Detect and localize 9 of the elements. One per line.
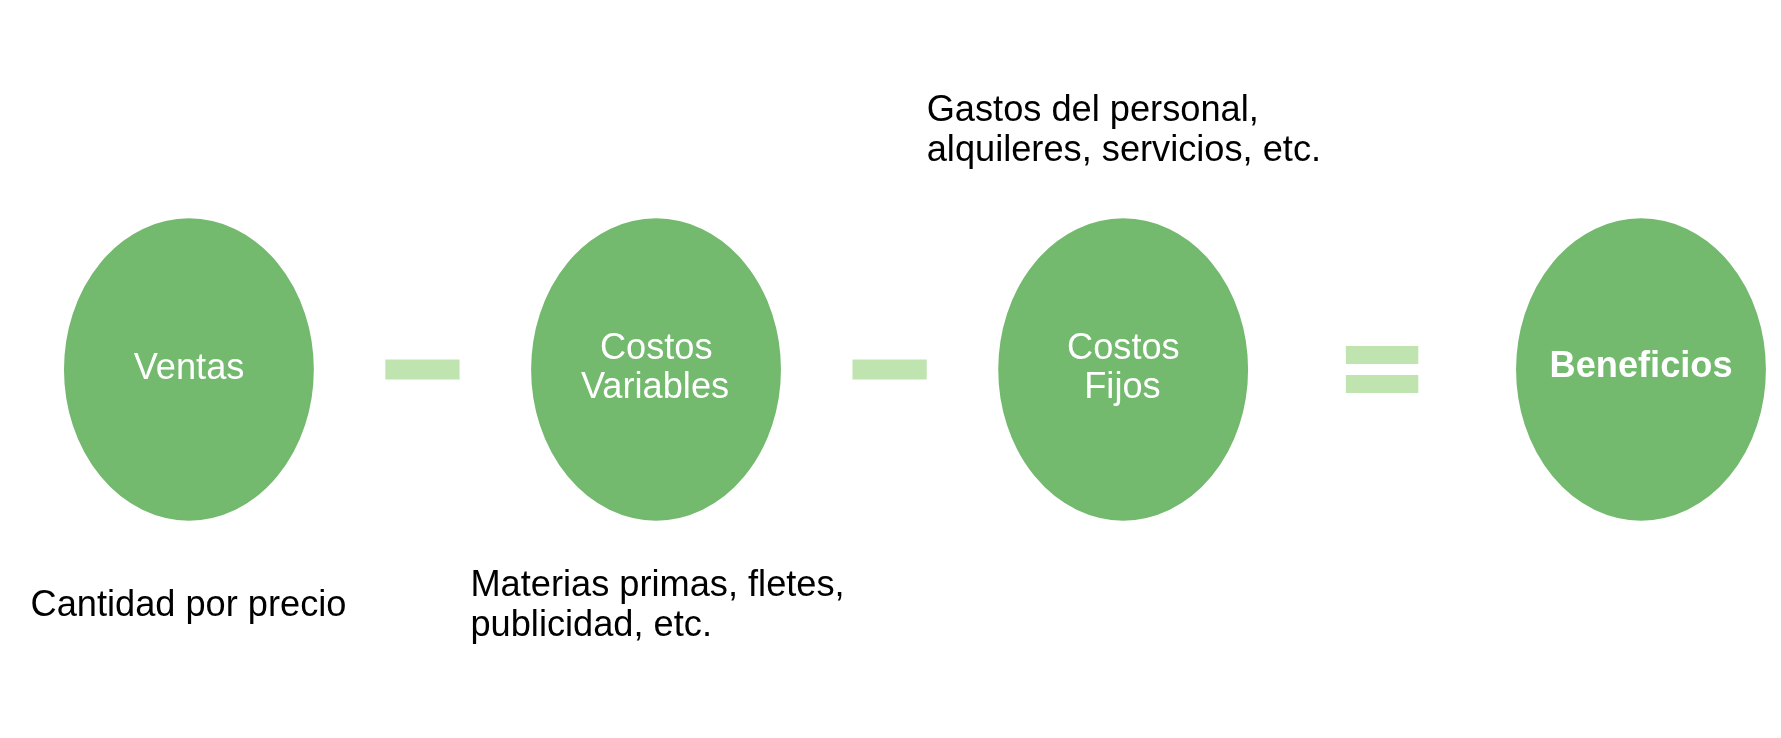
node-label: Cantidad por precio bbox=[30, 582, 347, 624]
node-bar bbox=[385, 359, 460, 379]
node-ellipse: Beneficios bbox=[1516, 217, 1766, 521]
node-ellipse: Costos Variables bbox=[531, 217, 781, 521]
node-bar bbox=[852, 359, 927, 379]
node-label: Materias primas, fletes, publicidad, etc. bbox=[470, 562, 845, 644]
node-ellipse: Ventas bbox=[64, 217, 314, 521]
node-label: Gastos del personal, alquileres, servicios, etc. bbox=[926, 87, 1322, 169]
node-ellipse: Costos Fijos bbox=[998, 217, 1249, 521]
